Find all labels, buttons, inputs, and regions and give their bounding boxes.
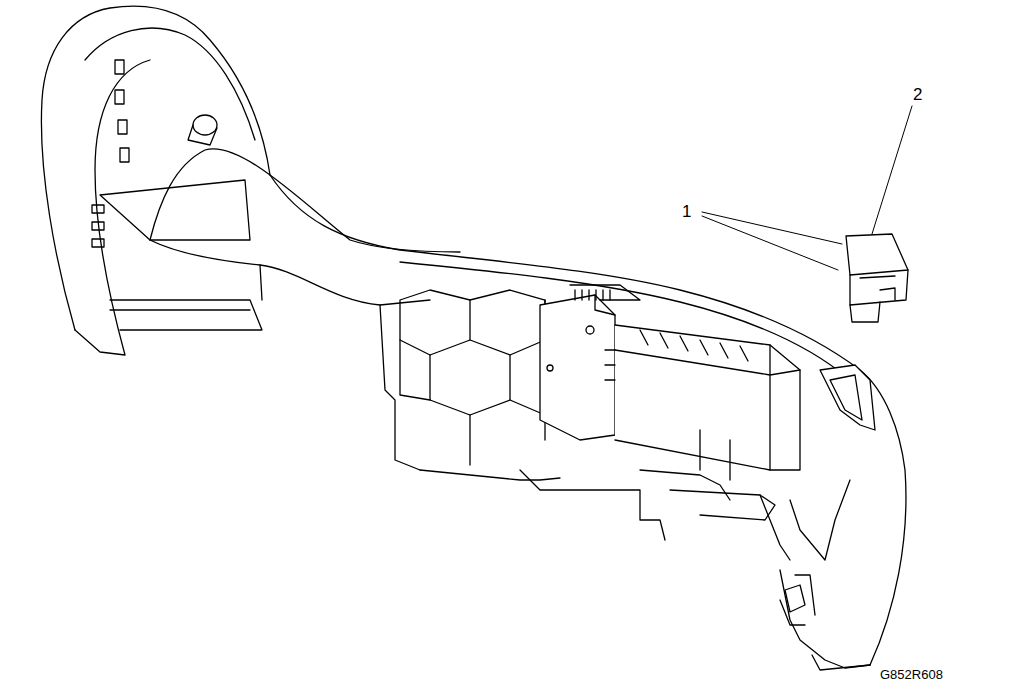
callout-number: 2 <box>913 86 922 103</box>
callout-number: 1 <box>682 203 691 220</box>
figure-code: G852R608 <box>880 668 943 681</box>
